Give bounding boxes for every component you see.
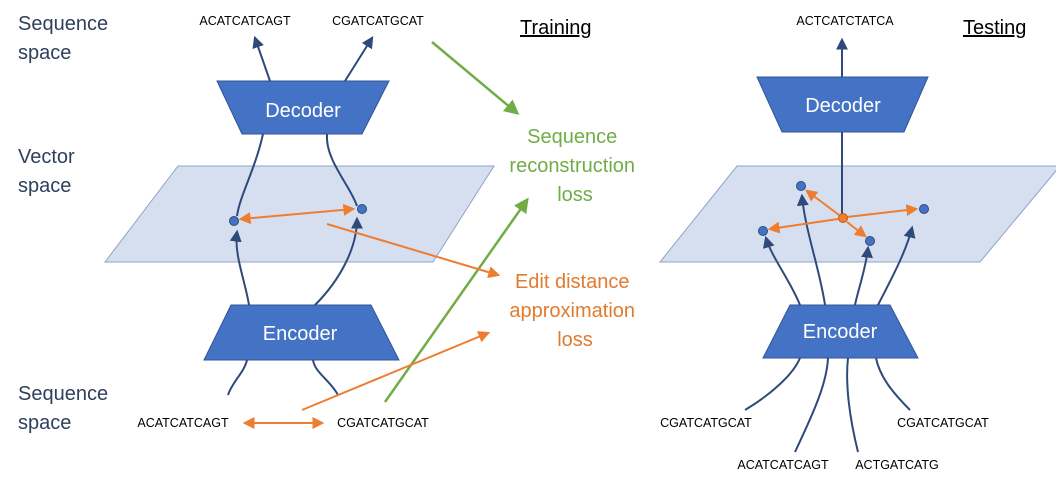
testing-panel: Testing ACTCATCTATCA Decoder Encoder <box>658 14 1056 472</box>
testing-input-curve-1 <box>744 357 801 411</box>
training-orange-arrow-from-vector <box>326 223 501 279</box>
training-encoder-input-right <box>312 359 339 396</box>
training-edit-distance-loss-label: Edit distance approximation loss <box>509 271 640 351</box>
label-sequence-space-bottom: Sequence space <box>18 383 114 434</box>
testing-encoder-arrow-2 <box>796 193 826 306</box>
training-decode-curve-right <box>325 133 358 207</box>
training-green-arrow-from-output <box>431 41 520 115</box>
testing-input-seq-1: CGATCATGCAT <box>660 416 752 430</box>
testing-decoder-box <box>756 76 929 133</box>
testing-encoder-arrow-3 <box>854 245 874 306</box>
training-vector-point-left <box>229 216 239 226</box>
training-encoder-arrow-right <box>314 216 363 306</box>
training-output-seq-right: CGATCATGCAT <box>332 14 424 28</box>
training-decoder-out-arrow-left <box>252 35 271 82</box>
testing-input-seq-3: ACTGATCATG <box>855 458 939 472</box>
training-panel: Training Decoder Encoder ACATCATCAGT CGA… <box>103 14 640 430</box>
testing-orange-arrow-3 <box>846 221 867 238</box>
testing-output-seq: ACTCATCTATCA <box>796 14 894 28</box>
testing-title: Testing <box>963 17 1026 39</box>
label-sequence-space-top: Sequence space <box>18 13 114 64</box>
testing-input-seq-2: ACATCATCAGT <box>737 458 829 472</box>
testing-orange-arrow-4 <box>846 204 919 218</box>
testing-vector-point-3 <box>865 236 875 246</box>
testing-encoder-arrow-1 <box>763 235 801 306</box>
testing-input-curve-2 <box>794 357 829 453</box>
training-input-seq-right: CGATCATGCAT <box>337 416 429 430</box>
testing-orange-arrow-2 <box>805 189 840 216</box>
training-decoder-label: Decoder <box>265 100 341 122</box>
training-vector-point-right <box>357 204 367 214</box>
testing-vector-plane <box>658 165 1056 263</box>
training-decode-curve-left <box>236 133 264 217</box>
testing-input-curve-4 <box>875 357 911 411</box>
training-encoder-input-left <box>227 359 248 396</box>
testing-encoder-arrow-4 <box>877 225 916 306</box>
testing-encoder-box <box>762 304 919 359</box>
testing-orange-arrow-1 <box>767 218 839 234</box>
training-vector-distance-arrow <box>238 203 356 225</box>
training-orange-arrow-from-input <box>301 331 491 411</box>
testing-input-seq-4: CGATCATGCAT <box>897 416 989 430</box>
training-reconstruction-loss-label: Sequence reconstruction loss <box>509 126 640 206</box>
training-encoder-box <box>203 304 400 361</box>
training-title: Training <box>520 17 592 39</box>
testing-vector-point-1 <box>758 226 768 236</box>
testing-vector-point-4 <box>919 204 929 214</box>
training-decoder-out-arrow-right <box>344 35 374 82</box>
testing-center-point <box>838 213 848 223</box>
label-vector-space: Vector space <box>18 146 80 197</box>
training-encoder-arrow-left <box>229 229 250 306</box>
training-input-seq-left: ACATCATCAGT <box>137 416 229 430</box>
training-green-arrow-from-input <box>383 197 529 403</box>
testing-decoder-label: Decoder <box>805 95 881 117</box>
training-output-seq-left: ACATCATCAGT <box>199 14 291 28</box>
testing-input-curve-3 <box>846 357 859 453</box>
testing-vector-point-2 <box>796 181 806 191</box>
testing-encoder-label: Encoder <box>803 321 878 343</box>
training-encoder-label: Encoder <box>263 323 338 345</box>
training-decoder-box <box>216 80 390 135</box>
